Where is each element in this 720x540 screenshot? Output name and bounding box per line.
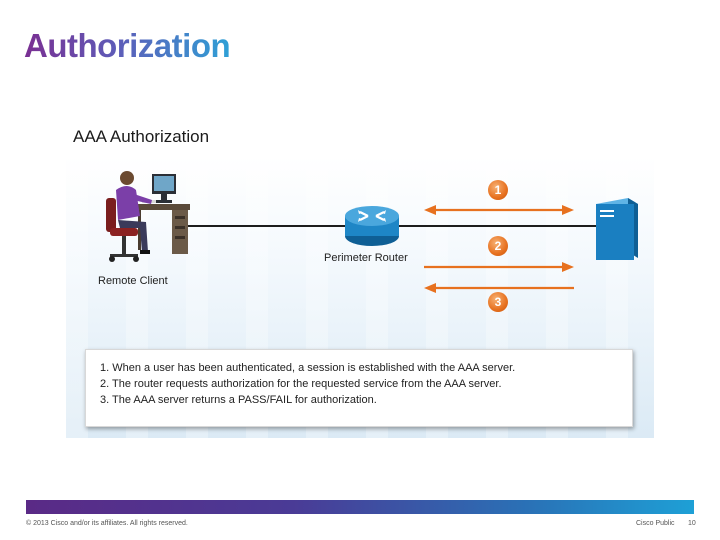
steps-panel: 1. When a user has been authenticated, a… — [85, 349, 633, 427]
figure-caption: AAA Authorization — [73, 127, 209, 147]
step-item: 2. The router requests authorization for… — [100, 376, 515, 392]
step-item: 3. The AAA server returns a PASS/FAIL fo… — [100, 392, 515, 408]
slide-title: Authorization — [24, 28, 230, 64]
remote-client-icon — [96, 160, 192, 272]
step-item: 1. When a user has been authenticated, a… — [100, 360, 515, 376]
steps-list: 1. When a user has been authenticated, a… — [100, 360, 515, 408]
remote-client-label: Remote Client — [98, 275, 168, 287]
aaa-diagram: Remote Client Perimeter Router 1 2 3 1. … — [66, 156, 654, 438]
step-badge-1: 1 — [488, 180, 508, 200]
step-badge-3: 3 — [488, 292, 508, 312]
router-icon — [342, 202, 402, 248]
aaa-server-icon — [590, 196, 640, 266]
step-badge-2: 2 — [488, 236, 508, 256]
arrow-step-1 — [424, 204, 574, 216]
arrow-step-2 — [424, 261, 574, 273]
router-label: Perimeter Router — [324, 252, 408, 264]
footer-bar — [26, 500, 694, 514]
page-number: 10 — [688, 520, 696, 527]
classification-label: Cisco Public — [636, 520, 675, 527]
copyright-text: © 2013 Cisco and/or its affiliates. All … — [26, 520, 188, 527]
